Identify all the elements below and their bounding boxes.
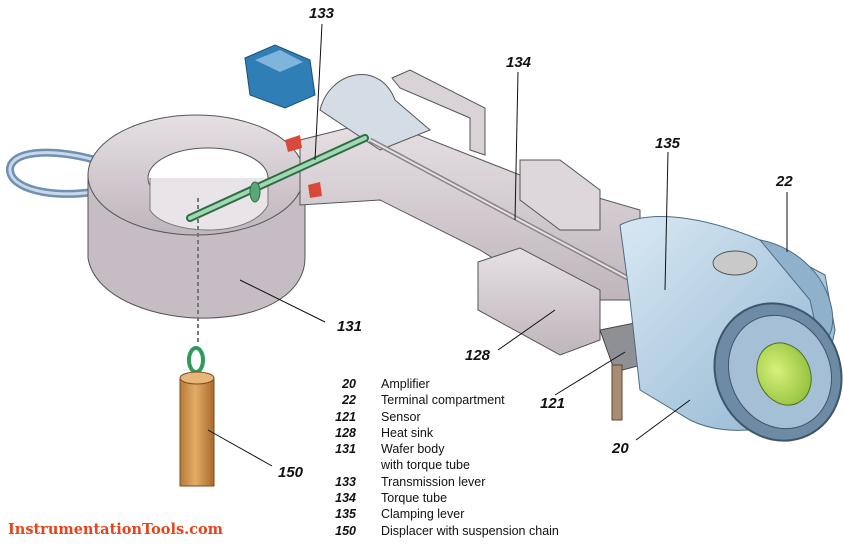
legend-number: 22 bbox=[342, 393, 356, 408]
chain-hook bbox=[187, 346, 205, 374]
display-window bbox=[756, 342, 812, 406]
mounting-bracket bbox=[391, 69, 486, 156]
leader-20 bbox=[635, 399, 691, 441]
legend-number: 150 bbox=[335, 523, 356, 538]
legend-label-continued: with torque tube bbox=[381, 458, 470, 473]
leader-121 bbox=[554, 351, 626, 396]
leader-131 bbox=[239, 279, 326, 323]
leader-128 bbox=[497, 309, 556, 351]
legend-number: 128 bbox=[335, 425, 356, 440]
legend-label: Amplifier bbox=[381, 377, 430, 391]
legend-number: 131 bbox=[335, 442, 356, 457]
callout-150: 150 bbox=[278, 464, 304, 481]
legend-number: 121 bbox=[335, 409, 356, 424]
heat-sink-upper bbox=[519, 159, 601, 231]
legend-label: Clamping lever bbox=[381, 507, 465, 522]
legend-label: Torque tube bbox=[381, 491, 448, 506]
sensor-lead bbox=[611, 364, 623, 421]
legend-number: 134 bbox=[335, 491, 356, 506]
handle-highlight bbox=[8, 151, 96, 196]
callout-20: 20 bbox=[612, 440, 629, 457]
lever-collar bbox=[249, 181, 261, 203]
wafer-bore-inner bbox=[149, 178, 269, 231]
watermark: InstrumentationTools.com bbox=[8, 521, 224, 538]
seal-upper bbox=[285, 135, 302, 152]
leader-133 bbox=[314, 23, 323, 161]
legend-label: Sensor bbox=[381, 409, 421, 424]
transmission-lever-highlight bbox=[188, 136, 367, 220]
legend-label: Displacer with suspension chain bbox=[381, 523, 559, 538]
handle-loop bbox=[6, 148, 97, 198]
legend-number: 135 bbox=[335, 507, 356, 522]
seal-lower bbox=[308, 182, 322, 198]
callout-134: 134 bbox=[506, 54, 532, 71]
callout-22: 22 bbox=[776, 173, 793, 190]
torque-tube-rod-highlight bbox=[369, 139, 651, 291]
callout-121: 121 bbox=[540, 395, 566, 412]
connector-highlight bbox=[255, 50, 303, 72]
legend-number: 20 bbox=[342, 377, 356, 391]
displacer-top bbox=[179, 371, 215, 385]
displacer-body bbox=[179, 377, 215, 487]
legend-label: Heat sink bbox=[381, 425, 434, 440]
upper-elbow bbox=[319, 74, 431, 151]
legend-label: Transmission lever bbox=[381, 474, 486, 489]
leader-135 bbox=[664, 151, 669, 291]
legend-label: Wafer body bbox=[381, 442, 445, 457]
legend-label: Terminal compartment bbox=[381, 393, 505, 408]
housing-plug bbox=[712, 250, 758, 276]
callout-131: 131 bbox=[337, 318, 363, 335]
callout-133: 133 bbox=[309, 5, 335, 22]
callout-128: 128 bbox=[465, 347, 491, 364]
legend-number: 133 bbox=[335, 474, 356, 489]
leader-150 bbox=[207, 429, 273, 467]
heat-sink bbox=[477, 247, 601, 356]
callout-135: 135 bbox=[655, 135, 681, 152]
leader-134 bbox=[514, 71, 519, 221]
